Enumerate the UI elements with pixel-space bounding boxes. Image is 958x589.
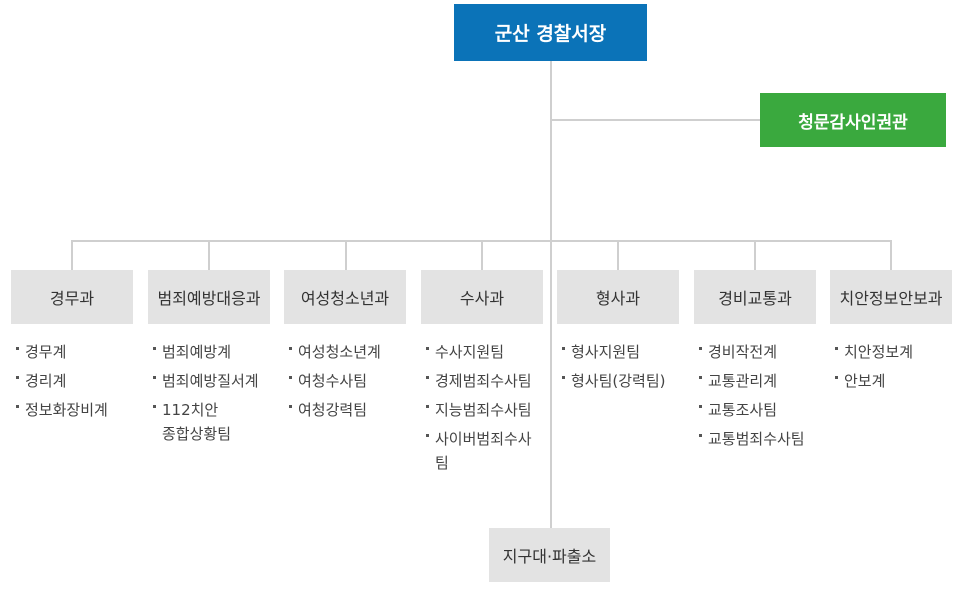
dept-box-crime-prevention[interactable]: 범죄예방대응과 bbox=[148, 270, 270, 324]
dept-label: 경비교통과 bbox=[718, 289, 792, 308]
list-item[interactable]: 경무계 bbox=[13, 340, 108, 364]
dept-label: 여성청소년과 bbox=[300, 289, 390, 308]
connector-dept-drop-5 bbox=[617, 240, 619, 270]
dept-box-security-traffic[interactable]: 경비교통과 bbox=[694, 270, 816, 324]
dept-label: 치안정보안보과 bbox=[839, 289, 943, 308]
dept-label: 범죄예방대응과 bbox=[157, 289, 261, 308]
dept-label: 형사과 bbox=[595, 289, 641, 308]
list-item[interactable]: 경제범죄수사팀 bbox=[423, 369, 532, 393]
substation-box[interactable]: 지구대·파출소 bbox=[489, 528, 610, 582]
dept-items-women-youth: 여성청소년계 여청수사팀 여청강력팀 bbox=[286, 340, 381, 427]
connector-dept-drop-3 bbox=[345, 240, 347, 270]
audit-officer-label: 청문감사인권관 bbox=[798, 112, 908, 133]
list-item[interactable]: 경비작전계 bbox=[696, 340, 805, 364]
list-item[interactable]: 지능범죄수사팀 bbox=[423, 398, 532, 422]
list-item[interactable]: 112치안 종합상황팀 bbox=[150, 398, 259, 446]
connector-dept-drop-4 bbox=[481, 240, 483, 270]
dept-items-crime-prevention: 범죄예방계 범죄예방질서계 112치안 종합상황팀 bbox=[150, 340, 259, 451]
substation-label: 지구대·파출소 bbox=[502, 547, 597, 566]
list-item[interactable]: 형사팀(강력팀) bbox=[559, 369, 666, 393]
police-chief-label: 군산 경찰서장 bbox=[494, 23, 607, 45]
list-item[interactable]: 경리계 bbox=[13, 369, 108, 393]
dept-items-intelligence: 치안정보계 안보계 bbox=[832, 340, 913, 398]
dept-box-intelligence[interactable]: 치안정보안보과 bbox=[830, 270, 952, 324]
dept-box-criminal[interactable]: 형사과 bbox=[557, 270, 679, 324]
list-item[interactable]: 교통범죄수사팀 bbox=[696, 427, 805, 451]
list-item[interactable]: 정보화장비계 bbox=[13, 398, 108, 422]
dept-box-general-affairs[interactable]: 경무과 bbox=[11, 270, 133, 324]
audit-officer-box[interactable]: 청문감사인권관 bbox=[760, 93, 946, 147]
list-item[interactable]: 치안정보계 bbox=[832, 340, 913, 364]
list-item[interactable]: 형사지원팀 bbox=[559, 340, 666, 364]
list-item[interactable]: 여성청소년계 bbox=[286, 340, 381, 364]
list-item[interactable]: 사이버범죄수사 팀 bbox=[423, 427, 532, 475]
list-item[interactable]: 안보계 bbox=[832, 369, 913, 393]
list-item[interactable]: 교통조사팀 bbox=[696, 398, 805, 422]
dept-label: 수사과 bbox=[459, 289, 505, 308]
dept-label: 경무과 bbox=[49, 289, 95, 308]
list-item[interactable]: 범죄예방계 bbox=[150, 340, 259, 364]
list-item[interactable]: 범죄예방질서계 bbox=[150, 369, 259, 393]
dept-box-investigation[interactable]: 수사과 bbox=[421, 270, 543, 324]
connector-dept-drop-1 bbox=[71, 240, 73, 270]
dept-box-women-youth[interactable]: 여성청소년과 bbox=[284, 270, 406, 324]
list-item[interactable]: 수사지원팀 bbox=[423, 340, 532, 364]
connector-head-trunk bbox=[550, 61, 552, 528]
connector-dept-drop-6 bbox=[754, 240, 756, 270]
dept-items-security-traffic: 경비작전계 교통관리계 교통조사팀 교통범죄수사팀 bbox=[696, 340, 805, 456]
dept-items-investigation: 수사지원팀 경제범죄수사팀 지능범죄수사팀 사이버범죄수사 팀 bbox=[423, 340, 532, 480]
dept-items-criminal: 형사지원팀 형사팀(강력팀) bbox=[559, 340, 666, 398]
police-chief-box[interactable]: 군산 경찰서장 bbox=[454, 4, 647, 61]
connector-dept-drop-2 bbox=[208, 240, 210, 270]
list-item[interactable]: 여청수사팀 bbox=[286, 369, 381, 393]
dept-items-general-affairs: 경무계 경리계 정보화장비계 bbox=[13, 340, 108, 427]
list-item[interactable]: 여청강력팀 bbox=[286, 398, 381, 422]
list-item[interactable]: 교통관리계 bbox=[696, 369, 805, 393]
connector-audit-branch bbox=[551, 119, 760, 121]
connector-dept-drop-7 bbox=[890, 240, 892, 270]
